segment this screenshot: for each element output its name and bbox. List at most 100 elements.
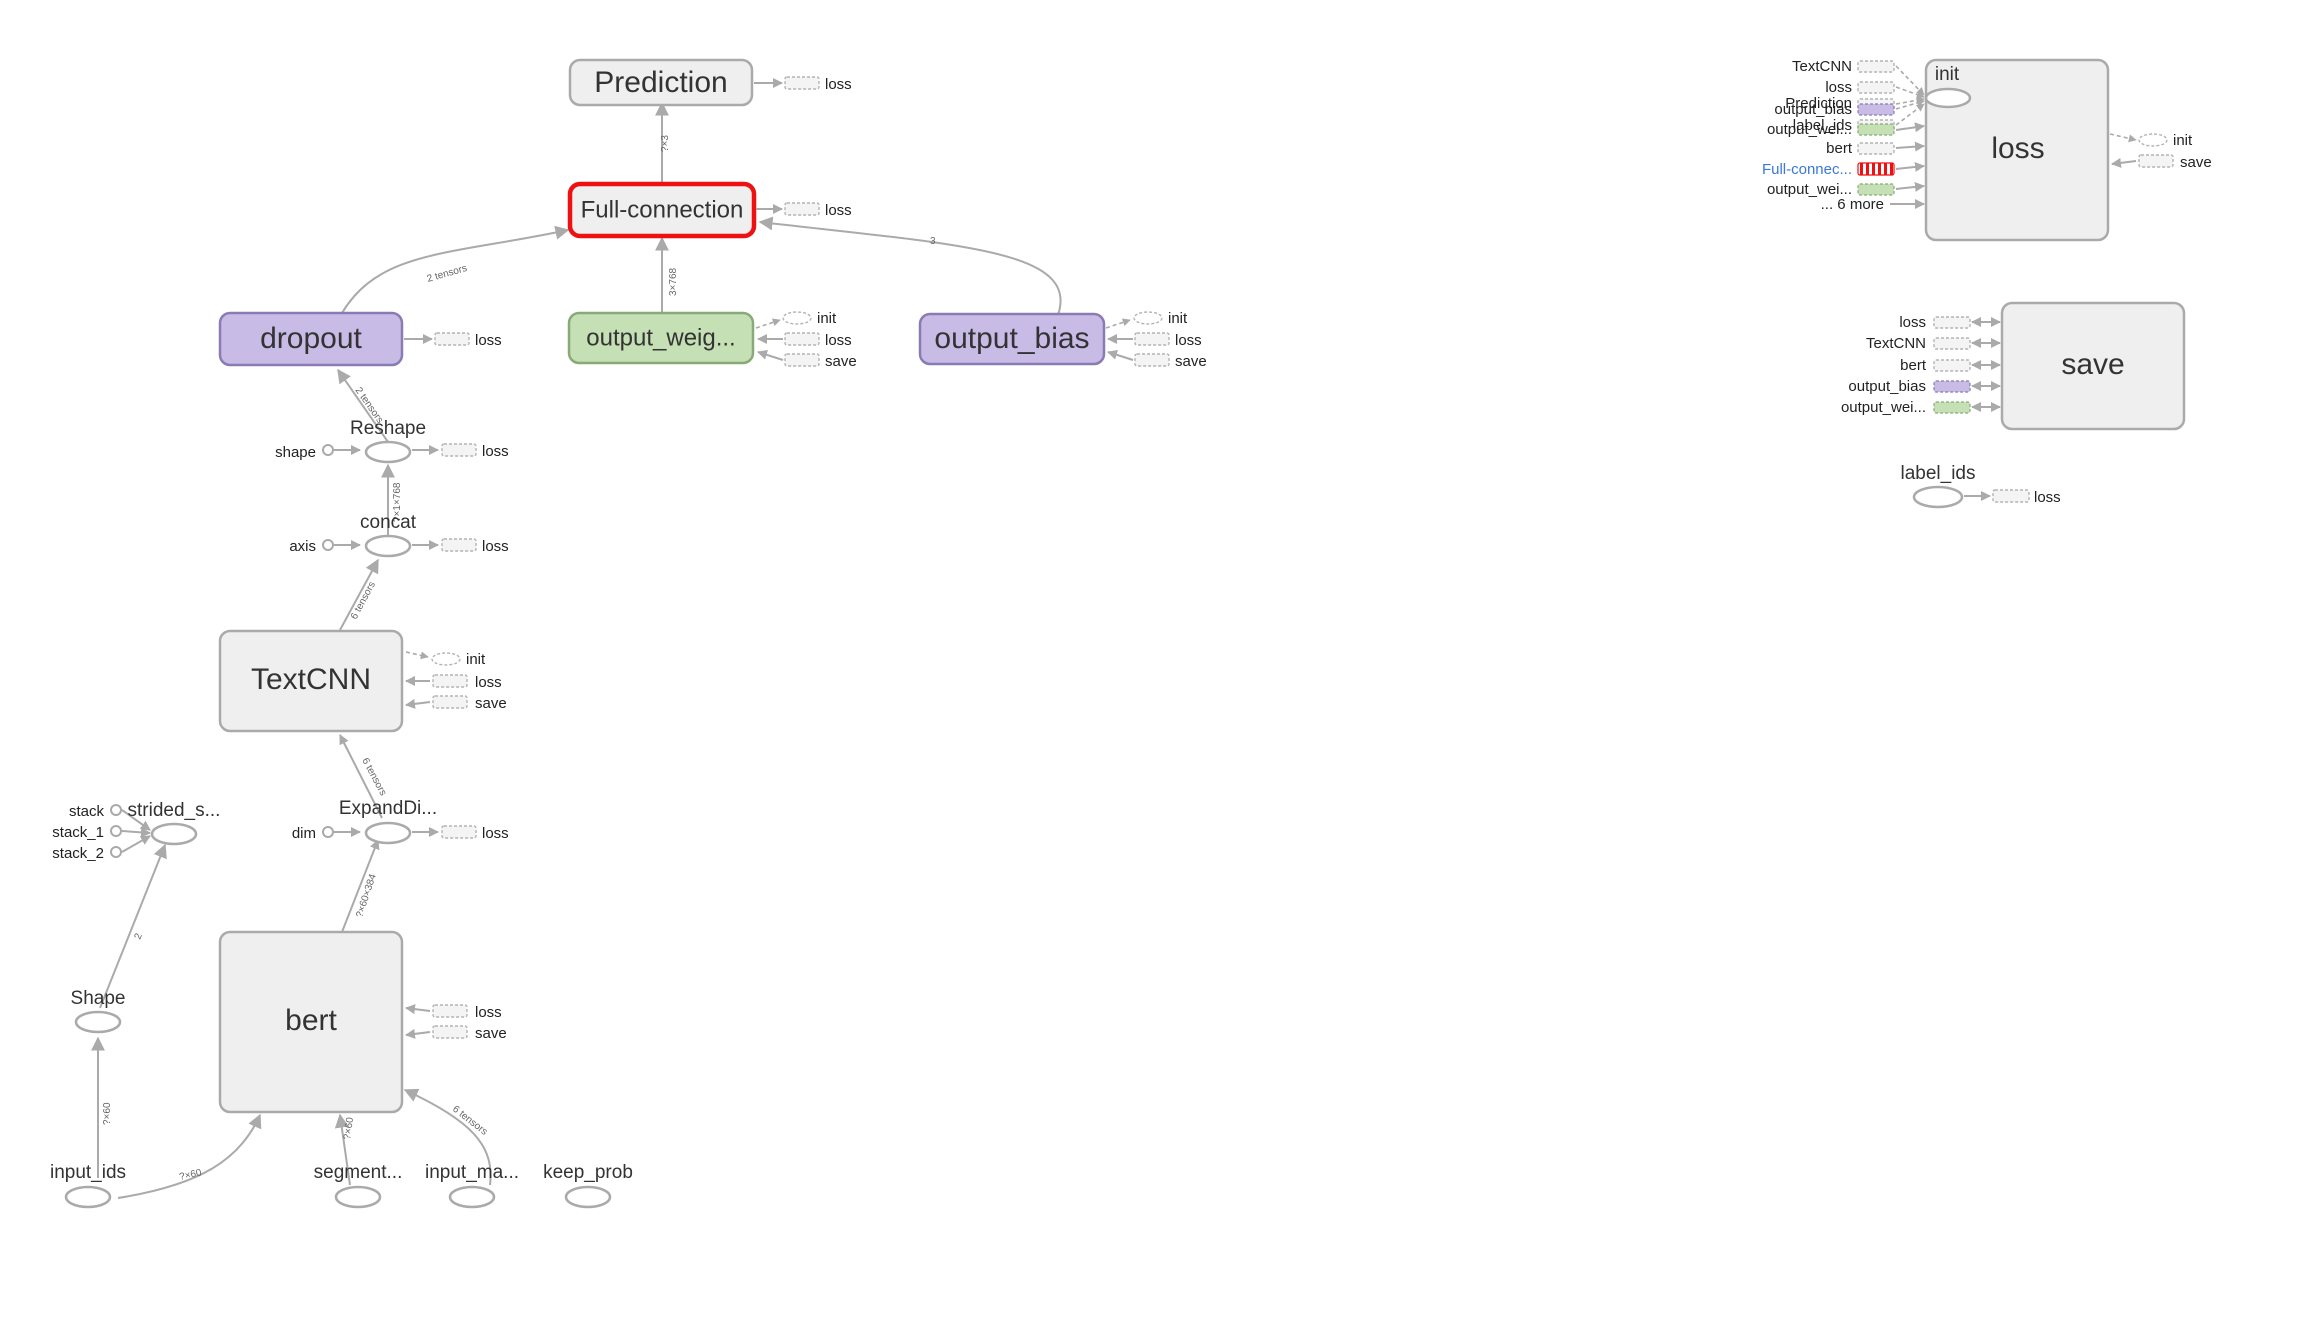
save-input-textcnn[interactable]: TextCNN xyxy=(1866,335,2001,352)
node-prediction[interactable]: Prediction xyxy=(568,58,754,107)
edge-dropout-to-fc xyxy=(341,225,570,314)
svg-text:save: save xyxy=(475,695,507,712)
node-input-mask[interactable]: input_ma... xyxy=(425,1162,519,1209)
loss-input-bert[interactable]: bert xyxy=(1826,140,1925,157)
svg-text:loss: loss xyxy=(475,1004,502,1021)
edge-label-mask-to-bert: 6 tensors xyxy=(450,1104,489,1138)
edge-shape-to-strided xyxy=(99,843,167,1009)
node-textcnn[interactable]: TextCNN xyxy=(218,629,404,733)
edge-stack-const xyxy=(121,809,151,831)
node-prediction-label: Prediction xyxy=(594,66,727,99)
svg-text:loss: loss xyxy=(1175,332,1202,349)
node-keep-prob-label: keep_prob xyxy=(543,1162,633,1183)
svg-text:save: save xyxy=(2180,154,2212,171)
loss-input-full-connection[interactable]: Full-connec... xyxy=(1762,161,1925,178)
loss-input-more[interactable]: ... 6 more xyxy=(1821,196,1925,213)
aux-weights-group[interactable]: init loss save xyxy=(755,310,857,370)
svg-text:loss: loss xyxy=(825,76,852,93)
aux-textcnn-group[interactable]: init loss save xyxy=(405,651,507,712)
loss-input-output-weights-2[interactable]: output_wei... xyxy=(1767,181,1925,198)
aux-prediction-loss[interactable]: loss xyxy=(754,76,852,93)
node-save-block[interactable]: save xyxy=(2000,301,2186,431)
node-textcnn-label: TextCNN xyxy=(251,663,371,696)
svg-text:loss: loss xyxy=(2034,489,2061,506)
svg-text:Prediction: Prediction xyxy=(1785,95,1852,112)
svg-text:axis: axis xyxy=(289,538,316,555)
node-input-ids-label: input_ids xyxy=(50,1162,126,1183)
node-save-block-label: save xyxy=(2061,348,2124,381)
node-expand-dims[interactable]: ExpandDi... xyxy=(339,798,437,845)
node-strided-slice-label: strided_s... xyxy=(128,800,221,821)
aux-bias-group[interactable]: init loss save xyxy=(1105,310,1207,370)
loss-input-output-bias[interactable]: output_bias xyxy=(1774,99,1925,118)
svg-text:loss: loss xyxy=(482,825,509,842)
loss-input-output-weights[interactable]: output_wei... xyxy=(1767,121,1925,138)
svg-text:dim: dim xyxy=(292,825,316,842)
save-input-output-weights[interactable]: output_wei... xyxy=(1841,399,2001,416)
node-concat[interactable]: concat xyxy=(360,512,417,558)
node-reshape[interactable]: Reshape xyxy=(350,418,426,464)
node-shape-label: Shape xyxy=(71,988,126,1009)
node-full-connection[interactable]: Full-connection xyxy=(567,181,757,239)
svg-text:loss: loss xyxy=(482,538,509,555)
aux-dropout-loss[interactable]: loss xyxy=(404,332,502,349)
edge-input-ids-to-bert xyxy=(117,1113,262,1199)
node-strided-slice[interactable]: strided_s... xyxy=(128,800,221,846)
edge-reshape-to-dropout xyxy=(337,368,389,443)
node-segment-ids[interactable]: segment... xyxy=(314,1162,403,1209)
node-concat-label: concat xyxy=(360,512,417,533)
loss-input-loss[interactable]: loss xyxy=(1825,79,1925,99)
node-output-bias[interactable]: output_bias xyxy=(918,312,1106,366)
node-keep-prob[interactable]: keep_prob xyxy=(543,1162,633,1209)
aux-fc-loss[interactable]: loss xyxy=(756,202,852,219)
loss-input-textcnn[interactable]: TextCNN xyxy=(1792,58,1925,96)
svg-text:init: init xyxy=(817,310,837,327)
node-loss-block[interactable]: loss init xyxy=(1924,58,2110,242)
aux-concat-loss[interactable]: loss xyxy=(412,538,509,555)
aux-expand-loss[interactable]: loss xyxy=(412,825,509,842)
node-loss-block-label: loss xyxy=(1991,132,2044,165)
const-stack-1[interactable]: stack_1 xyxy=(52,824,122,841)
const-shape[interactable]: shape xyxy=(275,444,334,461)
edge-mask-to-bert xyxy=(403,1088,492,1186)
node-output-weights[interactable]: output_weig... xyxy=(567,311,755,365)
node-bert-label: bert xyxy=(285,1004,337,1037)
node-bert[interactable]: bert xyxy=(218,930,404,1114)
const-dim[interactable]: dim xyxy=(292,825,334,842)
node-label-ids[interactable]: label_ids xyxy=(1901,463,1976,509)
svg-text:stack_1: stack_1 xyxy=(52,824,104,841)
save-input-bert[interactable]: bert xyxy=(1900,357,2001,374)
svg-text:output_bias: output_bias xyxy=(1774,101,1852,118)
save-input-loss[interactable]: loss xyxy=(1899,314,2001,331)
loss-block-outputs[interactable]: init save xyxy=(2109,132,2212,171)
edge-label-input-ids-to-shape: ?×60 xyxy=(102,1102,113,1125)
save-block-inputs: loss TextCNN bert output_bias output_wei… xyxy=(1841,314,2001,416)
edge-label-shape-to-strided: 2 xyxy=(133,931,145,941)
save-input-output-bias[interactable]: output_bias xyxy=(1848,378,2001,395)
aux-reshape-loss[interactable]: loss xyxy=(412,443,509,460)
edge-label-segment-to-bert: ?×60 xyxy=(342,1116,356,1140)
svg-text:loss: loss xyxy=(475,674,502,691)
svg-text:output_wei...: output_wei... xyxy=(1767,181,1852,198)
svg-text:save: save xyxy=(825,353,857,370)
node-shape[interactable]: Shape xyxy=(71,988,126,1034)
edge-stack1-const xyxy=(121,827,151,838)
svg-text:stack: stack xyxy=(69,803,105,820)
const-stack[interactable]: stack xyxy=(69,803,122,820)
svg-text:output_bias: output_bias xyxy=(1848,378,1926,395)
node-dropout-label: dropout xyxy=(260,322,362,355)
aux-label-ids-loss[interactable]: loss xyxy=(1964,489,2061,506)
node-label-ids-label: label_ids xyxy=(1901,463,1976,484)
svg-text:save: save xyxy=(1175,353,1207,370)
const-stack-2[interactable]: stack_2 xyxy=(52,845,122,862)
svg-text:bert: bert xyxy=(1900,357,1927,374)
edge-textcnn-to-concat xyxy=(339,558,379,631)
node-input-ids[interactable]: input_ids xyxy=(50,1162,126,1209)
node-loss-init-label: init xyxy=(1935,64,1960,85)
const-axis[interactable]: axis xyxy=(289,538,334,555)
node-dropout[interactable]: dropout xyxy=(218,311,404,367)
aux-bert-group[interactable]: loss save xyxy=(405,1004,507,1042)
svg-text:init: init xyxy=(1168,310,1188,327)
edge-label-fc-to-prediction: ?×3 xyxy=(660,135,671,152)
